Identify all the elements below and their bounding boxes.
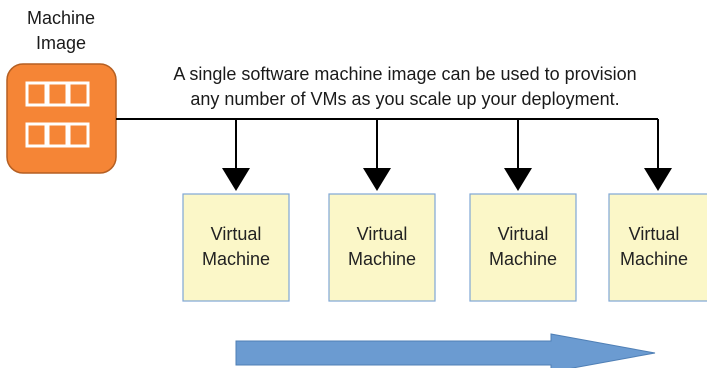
vm-label-line2: Machine — [488, 249, 558, 269]
machine-image-title-line1: Machine — [26, 8, 96, 28]
vm-box — [182, 193, 290, 302]
vm-label-line1: Virtual — [356, 224, 408, 244]
icon-cell — [25, 81, 48, 107]
vm-label-line2: Machine — [201, 249, 271, 269]
caption-line2: any number of VMs as you scale up your d… — [190, 89, 620, 109]
vm-box — [469, 193, 577, 302]
icon-cell — [67, 122, 90, 148]
vm-box — [608, 193, 707, 302]
vm-label: Virtual Machine — [601, 222, 707, 272]
icon-cell — [46, 81, 69, 107]
icon-cell — [46, 122, 69, 148]
drop-arrows — [222, 119, 672, 191]
arrowhead — [504, 168, 532, 191]
scale-arrow — [235, 333, 656, 368]
caption-line1: A single software machine image can be u… — [173, 64, 637, 84]
caption: A single software machine image can be u… — [130, 62, 680, 112]
icon-cell — [67, 81, 90, 107]
arrowhead — [222, 168, 250, 191]
vm-label: Virtual Machine — [329, 222, 435, 272]
vm-label-line1: Virtual — [628, 224, 680, 244]
vm-label-line1: Virtual — [210, 224, 262, 244]
vm-label: Virtual Machine — [470, 222, 576, 272]
vm-label: Virtual Machine — [183, 222, 289, 272]
machine-image-body — [6, 63, 117, 174]
vm-boxes — [182, 193, 707, 302]
arrowhead — [644, 168, 672, 191]
machine-image-icon — [6, 63, 117, 174]
vm-label-line2: Machine — [347, 249, 417, 269]
icon-cell — [25, 122, 48, 148]
machine-image-title: Machine Image — [18, 6, 104, 56]
vm-label-line1: Virtual — [497, 224, 549, 244]
vm-box — [328, 193, 436, 302]
machine-image-title-line2: Image — [35, 33, 87, 53]
arrowhead — [363, 168, 391, 191]
vm-label-line2: Machine — [619, 249, 689, 269]
